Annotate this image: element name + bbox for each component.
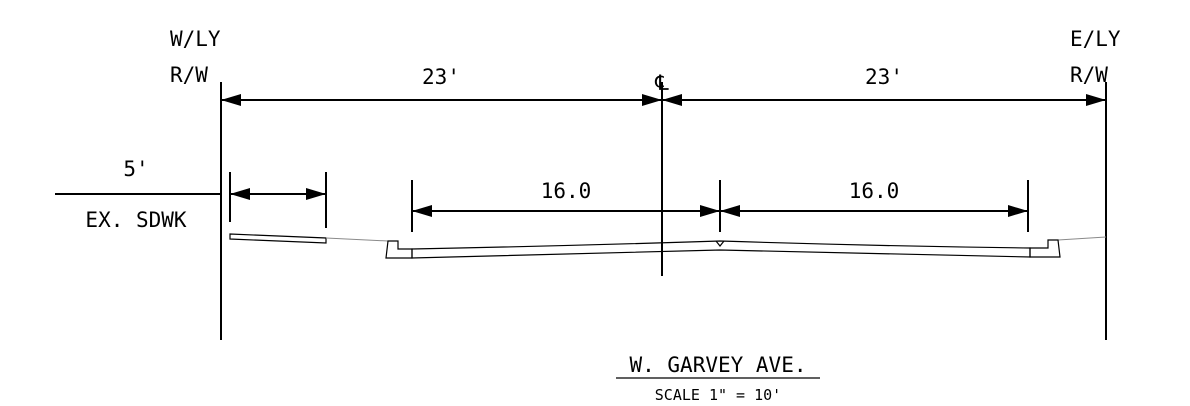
lane-arrow-center-left [700, 205, 720, 217]
lane-arrow-east [1008, 205, 1028, 217]
west-curb [385, 240, 413, 259]
dim-arrow-top-center-left [642, 94, 662, 106]
dim-east-half-label: 23' [865, 65, 903, 89]
scale-note: SCALE 1" = 10' [655, 386, 781, 404]
lane-arrow-west [412, 205, 432, 217]
sidewalk-arrow-left [230, 188, 250, 200]
dim-arrow-top-west [221, 94, 241, 106]
dim-west-lane-label: 16.0 [541, 179, 592, 203]
west-row-label-line1: W/LY [170, 27, 221, 51]
east-curb [1029, 239, 1061, 258]
east-row-label-line1: E/LY [1070, 27, 1121, 51]
crown-marker [715, 240, 725, 247]
dim-arrow-top-east [1086, 94, 1106, 106]
west-row-label-line2: R/W [170, 63, 208, 87]
dim-arrow-top-center-right [662, 94, 682, 106]
dim-sidewalk-label: 5' [123, 157, 148, 181]
dim-west-half-label: 23' [422, 65, 460, 89]
ground-line-west [325, 237, 389, 242]
dim-east-lane-label: 16.0 [849, 179, 900, 203]
pavement-section [411, 240, 1031, 259]
lane-arrow-center-right [720, 205, 740, 217]
centerline-symbol: ℄ [654, 71, 669, 95]
ground-line-east [1057, 236, 1107, 241]
east-row-label-line2: R/W [1070, 63, 1108, 87]
street-name-title: W. GARVEY AVE. [629, 353, 806, 377]
existing-sidewalk-slab [229, 233, 327, 244]
existing-sidewalk-label: EX. SDWK [85, 208, 187, 232]
sidewalk-arrow-right [306, 188, 326, 200]
